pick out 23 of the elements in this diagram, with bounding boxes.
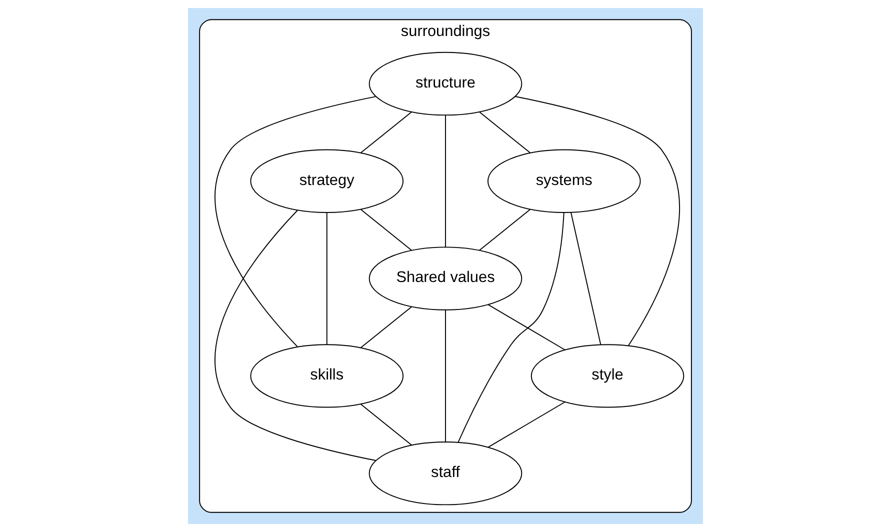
connector <box>214 96 376 348</box>
node-ellipse: style <box>530 344 684 408</box>
connector <box>214 210 376 461</box>
connector <box>570 212 602 346</box>
connector <box>514 96 680 346</box>
connector <box>360 306 412 348</box>
connector <box>360 404 412 446</box>
connector <box>488 402 566 448</box>
connector <box>479 112 531 154</box>
node-ellipse: systems <box>487 149 641 213</box>
connector <box>360 208 412 251</box>
node-ellipse: skills <box>250 344 404 408</box>
node-ellipse: Shared values <box>368 246 522 310</box>
connector <box>360 112 412 154</box>
connector <box>445 310 446 442</box>
node-ellipse: staff <box>368 442 522 506</box>
connector <box>488 304 566 350</box>
node-ellipse: structure <box>368 52 522 116</box>
connector <box>326 212 328 346</box>
connector <box>445 114 446 248</box>
connector <box>479 208 531 251</box>
connector <box>458 212 564 443</box>
node-ellipse: strategy <box>250 149 404 213</box>
